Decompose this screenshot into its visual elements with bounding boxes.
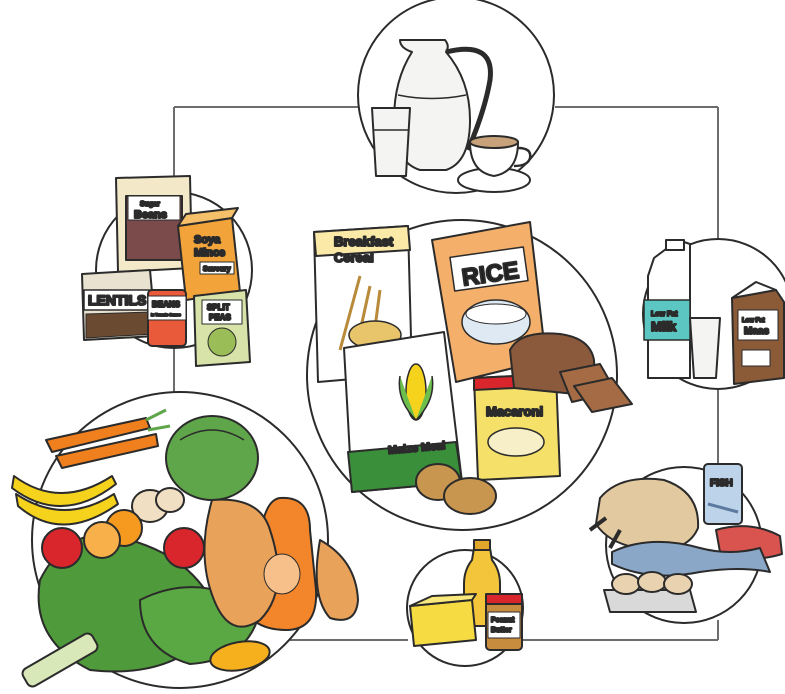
macaroni-label: Macaroni <box>486 404 543 419</box>
butternut-icon <box>204 498 358 630</box>
maas-carton: Low Fat Maas <box>732 282 784 384</box>
milk-glass-icon <box>690 318 720 378</box>
cabbage-icon <box>166 416 258 500</box>
cereal-line1: Breakfast <box>334 234 394 249</box>
lentils-label: LENTILS <box>88 292 146 308</box>
beans-line1: BEANS <box>152 300 181 309</box>
glass-icon <box>372 108 410 176</box>
peanut-butter-line1: Peanut <box>491 617 515 624</box>
split-peas-bag: SPLIT PEAS <box>194 290 250 366</box>
eggs-icon <box>604 572 696 612</box>
peanut-butter-line2: Butter <box>491 627 512 634</box>
margarine-icon <box>410 594 476 646</box>
soya-mince-line2: Mince <box>194 247 225 259</box>
maas-line1: Low Fat <box>742 318 765 324</box>
maas-line2: Maas <box>744 326 769 337</box>
beans-line2: in Tomato Sauce <box>151 312 181 317</box>
split-peas-line1: SPLIT <box>207 303 230 312</box>
lentils-bag: LENTILS <box>82 270 156 340</box>
fish-can-label: FISH <box>710 478 733 489</box>
peanut-butter-jar: Peanut Butter <box>486 594 522 650</box>
milk-line1: Low Fat <box>651 311 678 318</box>
soya-mince-line3: Savoury <box>203 266 231 273</box>
sugar-beans-line2: Beans <box>134 209 167 221</box>
soya-mince-line1: Soya <box>194 234 221 246</box>
beans-can: BEANS in Tomato Sauce <box>148 290 186 346</box>
milk-jug: Low Fat Milk <box>644 240 690 378</box>
sugar-beans-line1: Sugar <box>140 201 160 208</box>
cereal-line2: Cereal <box>334 250 374 265</box>
milk-line2: Milk <box>651 319 677 334</box>
split-peas-line2: PEAS <box>209 313 231 322</box>
fish-can: FISH <box>704 464 742 524</box>
soya-mince-box: Soya Mince Savoury <box>178 208 240 300</box>
